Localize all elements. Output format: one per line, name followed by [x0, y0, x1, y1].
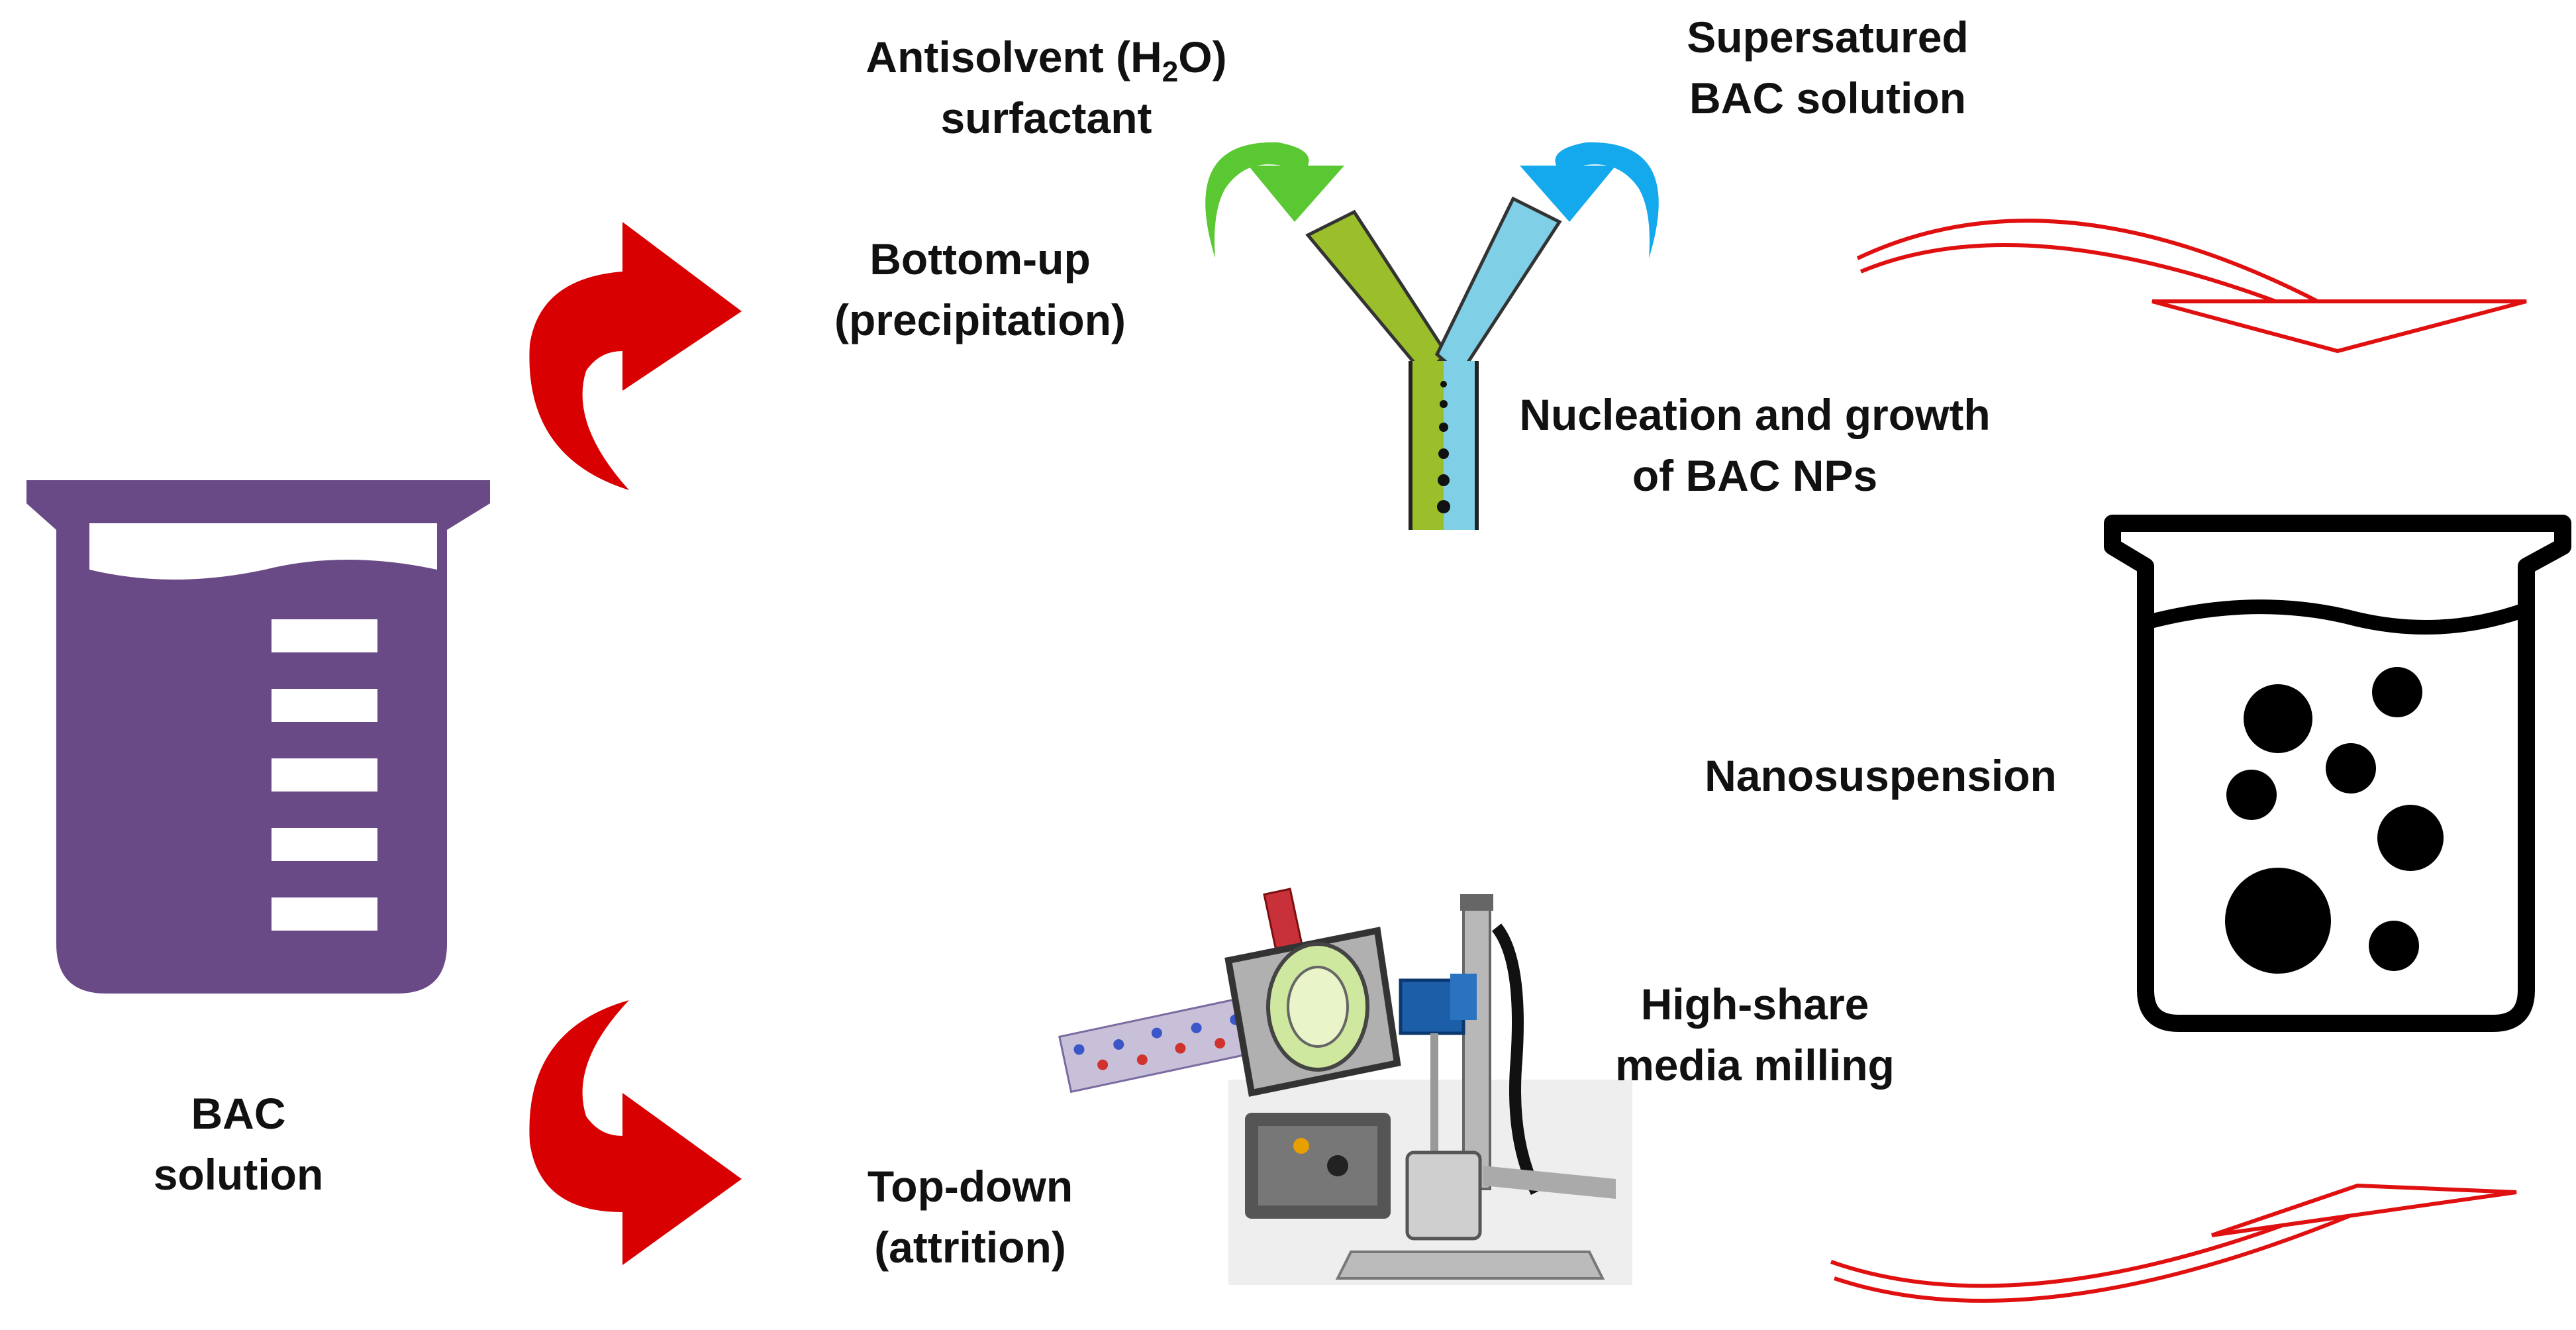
particle: [2226, 770, 2277, 820]
supersatured-line-1: Supersatured: [1687, 13, 1969, 62]
bac-solution-label: BAC solution: [126, 1083, 351, 1205]
y-mixer-icon: [1305, 196, 1562, 530]
particle: [2372, 667, 2422, 717]
bottom-up-label: Bottom-up (precipitation): [795, 229, 1165, 350]
high-share-label: High-share media milling: [1583, 974, 1927, 1096]
nucleation-line-2: of BAC NPs: [1632, 451, 1878, 500]
source-beaker-icon: [26, 480, 490, 994]
curved-arrow-down-icon: [529, 1000, 742, 1265]
particle: [2369, 921, 2419, 971]
bac-solution-line-1: BAC: [191, 1089, 286, 1138]
antisolvent-label: Antisolvent (H2O) surfactant: [815, 26, 1278, 148]
high-share-line-2: media milling: [1615, 1041, 1895, 1090]
outline-arrow-top-icon: [1856, 219, 2527, 354]
antisolvent-line-1: Antisolvent (H2O): [815, 26, 1278, 87]
antisolvent-line-2: surfactant: [940, 93, 1152, 142]
antisolvent-text-end: O): [1178, 32, 1227, 81]
product-beaker-icon: [2104, 515, 2571, 1032]
bac-solution-line-2: solution: [153, 1150, 324, 1199]
supersatured-line-2: BAC solution: [1689, 74, 1966, 123]
curved-arrow-up-icon: [529, 222, 742, 490]
graduation-mark: [272, 758, 377, 792]
top-down-label: Top-down (attrition): [805, 1156, 1136, 1278]
nucleation-line-1: Nucleation and growth: [1519, 390, 1991, 439]
outline-arrow-bottom-icon: [1830, 1183, 2517, 1303]
nanosuspension-text: Nanosuspension: [1705, 751, 2057, 800]
high-share-line-1: High-share: [1640, 980, 1869, 1029]
antisolvent-subscript: 2: [1162, 56, 1179, 89]
antisolvent-text: Antisolvent (H: [866, 32, 1162, 81]
supersatured-label: Supersatured BAC solution: [1622, 7, 2033, 128]
top-down-line-2: (attrition): [874, 1223, 1066, 1272]
particle: [2326, 743, 2376, 793]
graduation-mark: [272, 897, 377, 931]
nanosuspension-label: Nanosuspension: [1669, 745, 2093, 806]
particle: [2225, 868, 2331, 974]
particle: [2244, 684, 2312, 753]
nucleation-label: Nucleation and growth of BAC NPs: [1483, 384, 2026, 506]
particle: [2377, 805, 2444, 871]
media-mill-photo-icon: [1058, 888, 1632, 1285]
graduation-mark: [272, 828, 377, 861]
graduation-mark: [272, 689, 377, 722]
bottom-up-line-1: Bottom-up: [869, 234, 1091, 283]
graduation-mark: [272, 619, 377, 652]
blue-arrow-icon: [1520, 142, 1659, 258]
top-down-line-1: Top-down: [867, 1162, 1073, 1211]
bottom-up-line-2: (precipitation): [834, 295, 1126, 344]
green-arrow-icon: [1205, 142, 1344, 258]
